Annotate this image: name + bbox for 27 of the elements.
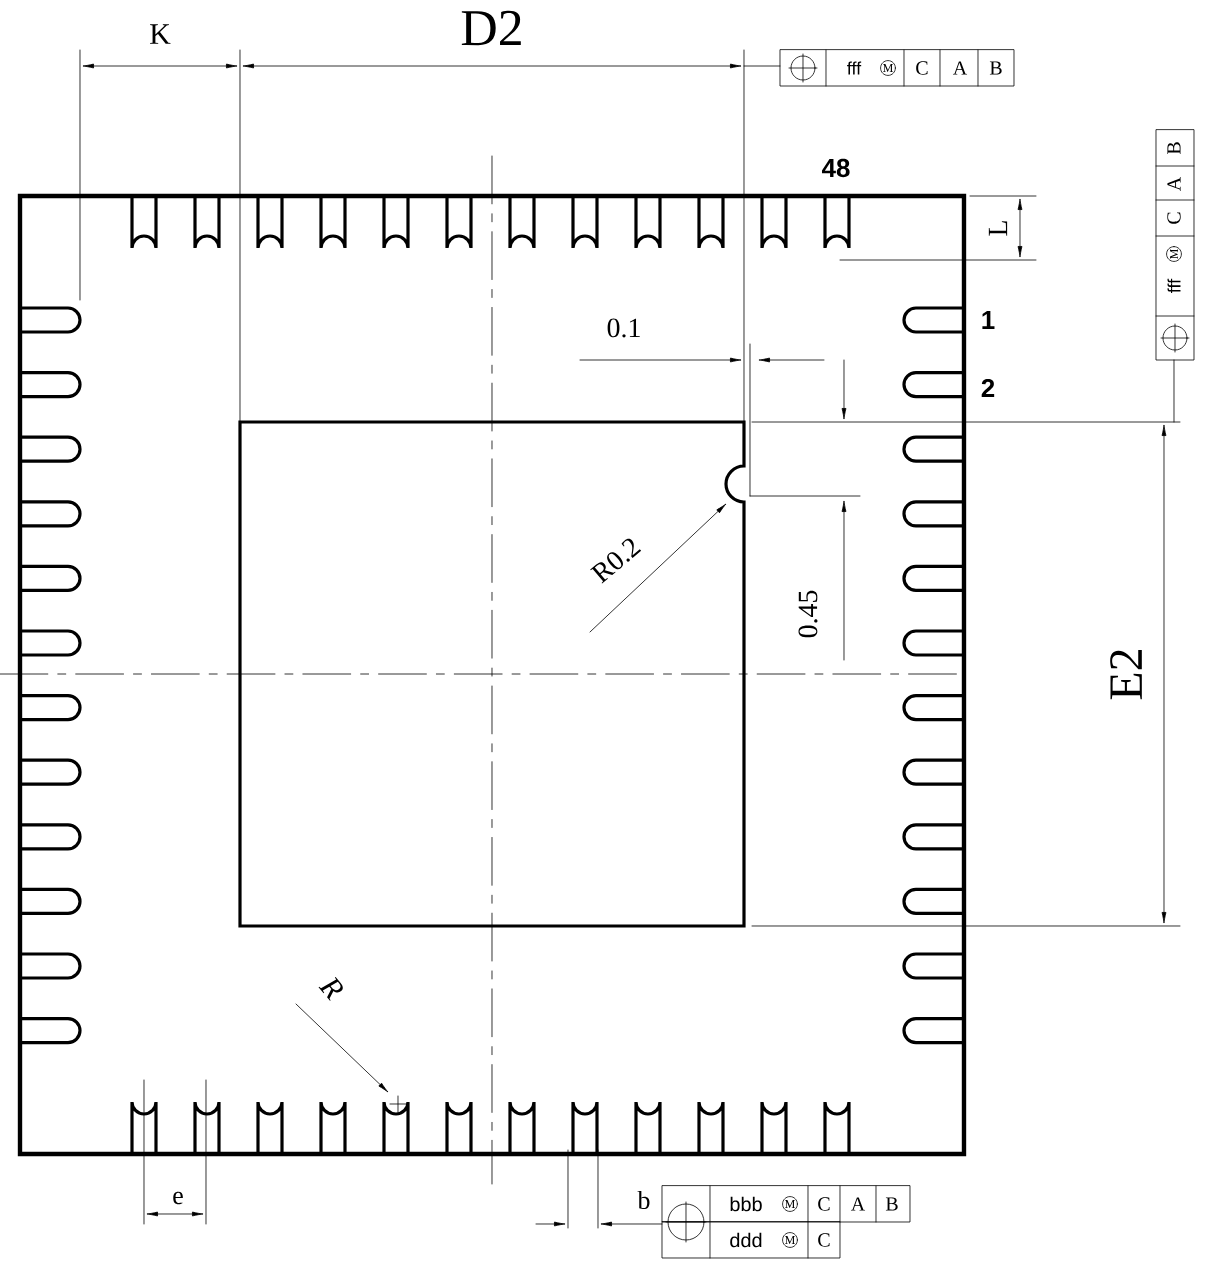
tolerance-value: ddd	[730, 1232, 762, 1248]
pin-number: 1	[982, 311, 995, 329]
dimension-label: 0.45	[798, 590, 818, 638]
datum-letter: B	[989, 61, 1002, 75]
datum-letter: B	[1167, 142, 1181, 155]
pin-number: 48	[822, 158, 850, 178]
pin-number: 2	[981, 378, 995, 398]
tolerance-value: fff	[1167, 278, 1181, 293]
datum-letter: A	[851, 1197, 866, 1211]
dimension-label: b	[637, 1190, 650, 1210]
dimension-label: R0.2	[590, 538, 642, 584]
dimension-label: R	[318, 977, 343, 1001]
datum-letter: A	[953, 61, 968, 75]
dimension-label: e	[173, 1191, 183, 1205]
datum-letter: B	[885, 1197, 898, 1211]
datum-letter: C	[916, 61, 928, 75]
dimension-label: K	[150, 24, 171, 44]
datum-letter: A	[1167, 176, 1181, 191]
dimension-label: 0.1	[607, 318, 640, 338]
dimension-label: E2	[1110, 650, 1142, 700]
dimension-label: D2	[461, 10, 521, 46]
datum-letter: C	[1167, 212, 1181, 224]
datum-letter: C	[818, 1233, 830, 1247]
datum-letter: C	[818, 1197, 830, 1211]
dimension-label: L	[988, 221, 1008, 236]
tolerance-value: bbb	[730, 1196, 762, 1212]
tolerance-value: fff	[847, 61, 862, 75]
